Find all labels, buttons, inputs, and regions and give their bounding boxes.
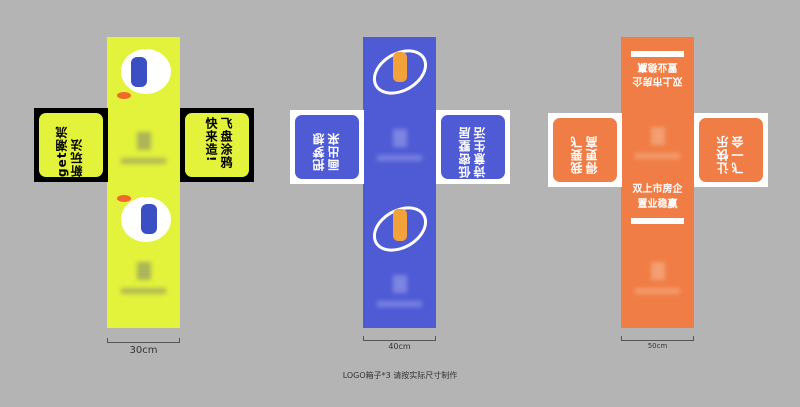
side-panel-right: 低密墅居诗意生活 xyxy=(436,110,510,184)
panel-text: 让快乐飞一会 xyxy=(716,135,745,174)
tagline-bar xyxy=(631,218,684,224)
blurred-logo xyxy=(121,132,166,164)
box-strip xyxy=(107,37,180,328)
illustration-figure xyxy=(393,52,407,82)
illustration-figure xyxy=(141,204,157,234)
side-panel-left: get潮流新玩法 xyxy=(34,108,108,182)
panel-text: 我要飞得更高 xyxy=(570,135,599,174)
caption: LOGO箱子*3 请按实际尺寸制作 xyxy=(342,371,458,380)
dimension-line xyxy=(363,336,436,341)
headline-inverted: 双上市房企置业稳赢 xyxy=(632,61,683,86)
dimension-line xyxy=(621,336,694,341)
box-strip xyxy=(363,37,436,328)
dimension-label: 40cm xyxy=(388,342,411,351)
side-panel-right: 飞盘涂鸦快来造! xyxy=(180,108,254,182)
blurred-logo xyxy=(377,275,422,307)
illustration-figure xyxy=(131,57,147,87)
dimension-line xyxy=(107,338,180,343)
dimension-label: 30cm xyxy=(129,345,158,356)
panel-text: 低密墅居诗意生活 xyxy=(458,126,487,178)
side-panel-right: 让快乐飞一会 xyxy=(694,113,768,187)
panel-text: 飞盘涂鸦快来造! xyxy=(204,117,233,169)
blurred-logo xyxy=(121,262,166,294)
box-strip: 双上市房企置业稳赢 双上市房企置业稳赢 xyxy=(621,37,694,328)
headline: 双上市房企置业稳赢 xyxy=(632,184,683,210)
side-panel-left: 把梦想画出来 xyxy=(290,110,364,184)
frisbee-icon xyxy=(117,195,131,202)
frisbee-icon xyxy=(117,92,131,99)
panel-text: get潮流新玩法 xyxy=(55,125,84,177)
dimension-label: 50cm xyxy=(647,342,668,350)
tagline-bar xyxy=(631,51,684,57)
side-panel-left: 我要飞得更高 xyxy=(548,113,622,187)
panel-text: 把梦想画出来 xyxy=(312,132,341,171)
blurred-logo xyxy=(377,129,422,161)
illustration-figure xyxy=(393,209,407,241)
blurred-logo xyxy=(635,262,680,294)
blurred-logo xyxy=(635,127,680,159)
